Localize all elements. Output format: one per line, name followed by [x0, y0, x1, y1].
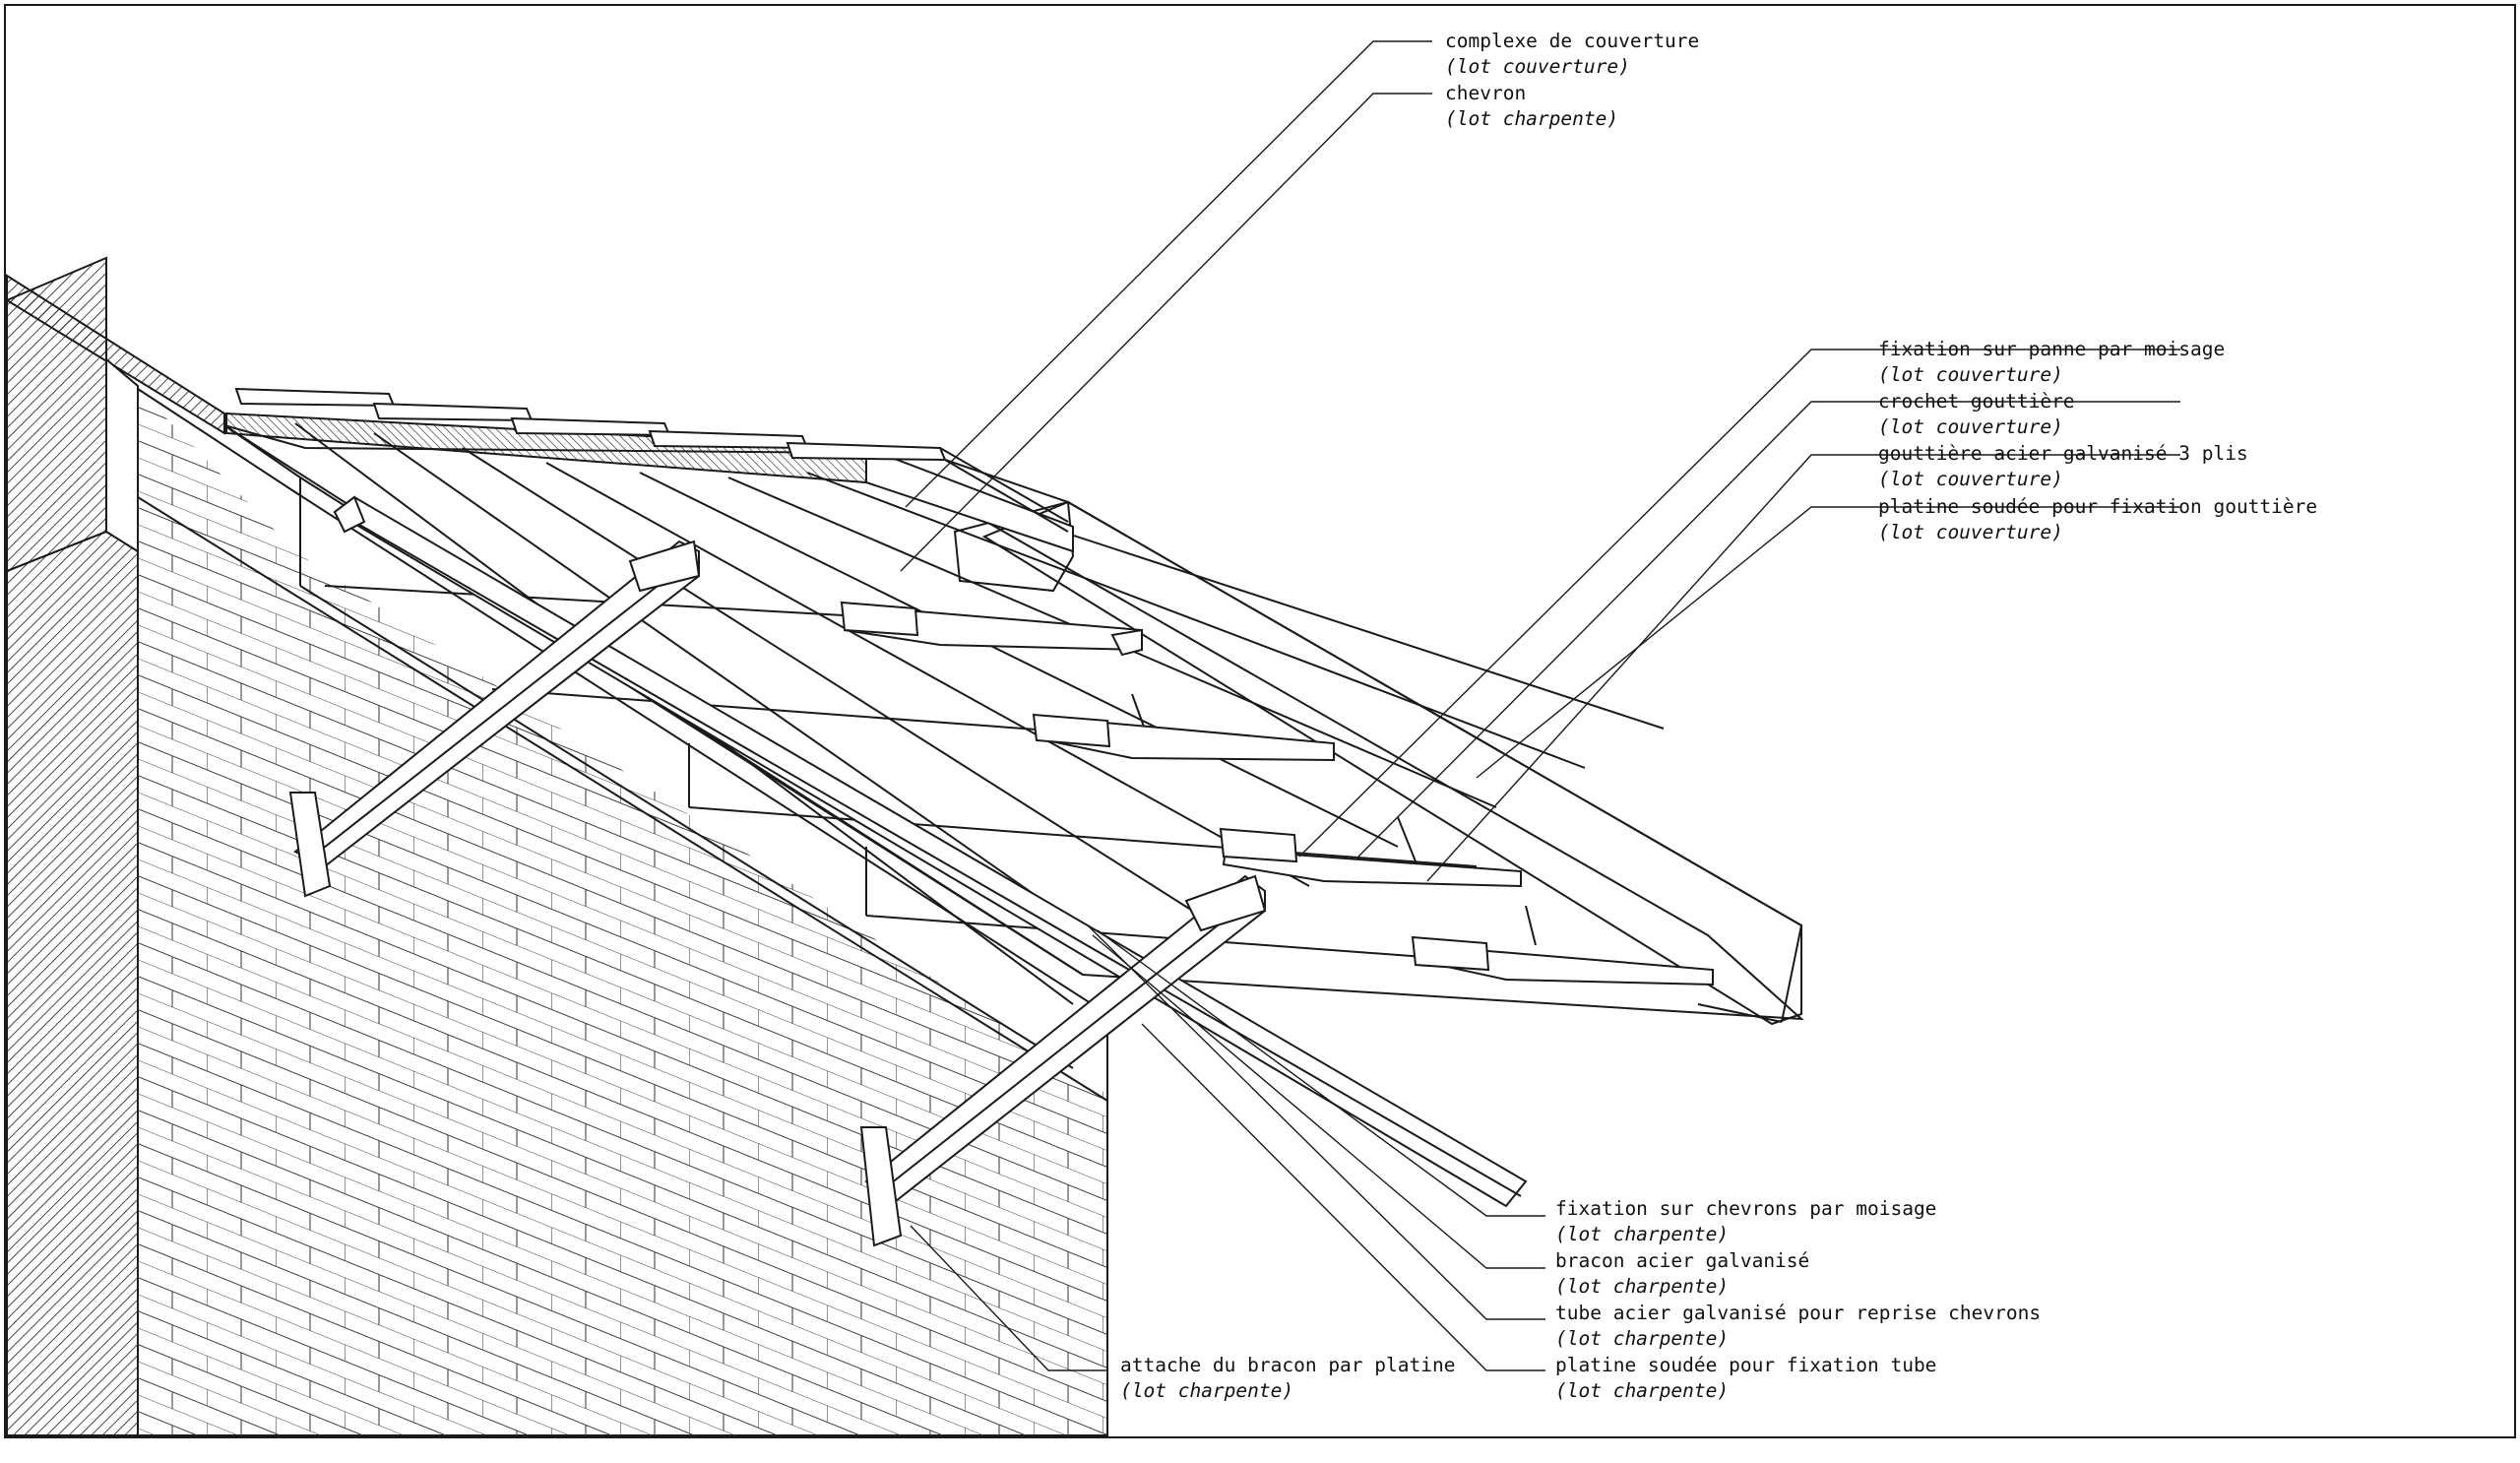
callout-name: fixation sur chevrons par moisage — [1555, 1197, 1937, 1220]
callout-lot: (lot charpente) — [1120, 1379, 1294, 1402]
callout-gouttiere: gouttière acier galvanisé 3 plis (lot co… — [1878, 441, 2248, 492]
callout-platine-tube: platine soudée pour fixation tube (lot c… — [1555, 1353, 1936, 1404]
callout-name: crochet gouttière — [1878, 390, 2075, 413]
callout-crochet-gouttiere: crochet gouttière (lot couverture) — [1878, 389, 2075, 440]
callout-attache-du-bracon: attache du bracon par platine (lot charp… — [1120, 1353, 1455, 1404]
callout-lot: (lot charpente) — [1555, 1223, 1730, 1245]
callout-lot: (lot couverture) — [1878, 363, 2063, 386]
callout-lot: (lot couverture) — [1878, 468, 2063, 490]
roof-covering — [225, 387, 1074, 553]
callout-lot: (lot couverture) — [1878, 415, 2063, 438]
gutter-brackets — [840, 601, 1714, 986]
callout-name: attache du bracon par platine — [1120, 1354, 1456, 1376]
callout-bracon: bracon acier galvanisé (lot charpente) — [1555, 1248, 1809, 1300]
leader-lines — [900, 40, 2180, 1371]
callout-fixation-sur-panne: fixation sur panne par moisage (lot couv… — [1878, 337, 2225, 388]
callout-name: tube acier galvanisé pour reprise chevro… — [1555, 1302, 2042, 1324]
callout-name: bracon acier galvanisé — [1555, 1249, 1810, 1272]
callout-name: chevron — [1445, 82, 1527, 104]
callout-name: gouttière acier galvanisé 3 plis — [1878, 442, 2248, 465]
callout-name: fixation sur panne par moisage — [1878, 338, 2226, 360]
wall-section — [6, 256, 257, 1436]
callout-platine-gouttiere: platine soudée pour fixation gouttière (… — [1878, 494, 2317, 545]
callout-chevron: chevron (lot charpente) — [1445, 81, 1618, 132]
callout-lot: (lot couverture) — [1445, 55, 1630, 78]
callout-lot: (lot charpente) — [1555, 1327, 1730, 1350]
callout-name: complexe de couverture — [1445, 30, 1700, 52]
brace-left — [288, 540, 701, 898]
callout-lot: (lot charpente) — [1555, 1379, 1730, 1402]
callout-lot: (lot charpente) — [1445, 107, 1619, 130]
callout-fixation-sur-chevrons: fixation sur chevrons par moisage (lot c… — [1555, 1196, 1936, 1247]
callout-lot: (lot charpente) — [1555, 1275, 1730, 1298]
callout-name: platine soudée pour fixation gouttière — [1878, 495, 2318, 518]
brace-right — [859, 874, 1267, 1247]
callout-lot: (lot couverture) — [1878, 521, 2063, 543]
callout-complexe-de-couverture: complexe de couverture (lot couverture) — [1445, 29, 1699, 80]
callout-name: platine soudée pour fixation tube — [1555, 1354, 1937, 1376]
callout-tube: tube acier galvanisé pour reprise chevro… — [1555, 1301, 2041, 1352]
galvanised-tube — [333, 495, 1528, 1208]
drawing-frame — [4, 4, 2516, 1438]
